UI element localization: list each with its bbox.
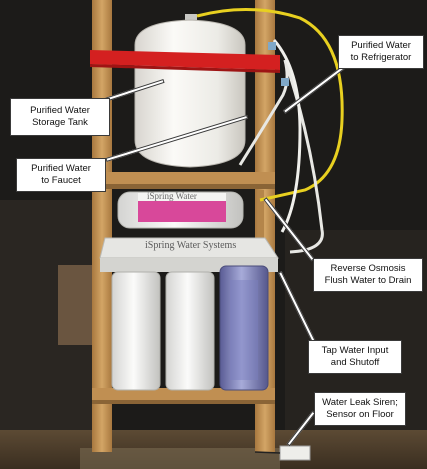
filter-canister-2: [165, 271, 215, 391]
upper-shelf: [92, 172, 275, 184]
filter-canister-blue: [219, 265, 269, 391]
callout-leak-siren: Water Leak Siren; Sensor on Floor: [314, 392, 406, 426]
callout-faucet: Purified Water to Faucet: [16, 158, 106, 192]
tank-brand-label: iSpring Water: [147, 191, 197, 201]
upper-shelf-edge: [92, 184, 275, 189]
filter-canister-1: [111, 271, 161, 391]
blue-fitting-2: [281, 78, 289, 86]
red-strap-shadow: [90, 64, 280, 73]
callout-storage-tank-line1: Purified Water: [30, 105, 90, 116]
callout-leak-siren-line1: Water Leak Siren;: [322, 397, 398, 408]
callout-storage-tank-line2: Storage Tank: [32, 117, 88, 128]
callout-refrigerator-line2: to Refrigerator: [350, 52, 412, 63]
white-tube-faucet: [238, 59, 289, 166]
callout-refrigerator: Purified Water to Refrigerator: [338, 35, 424, 69]
callout-leak-siren-line2: Sensor on Floor: [326, 409, 394, 420]
callout-tap-input-line1: Tap Water Input: [321, 345, 389, 356]
sensor-wire: [254, 451, 281, 454]
red-strap: [90, 50, 280, 70]
callout-refrigerator-line1: Purified Water: [351, 40, 411, 51]
blue-fitting-1: [268, 42, 276, 50]
leak-sensor-box: [279, 445, 311, 461]
filter-label-strip: [138, 193, 226, 201]
callout-drain-line1: Reverse Osmosis: [330, 263, 406, 274]
pink-filter-label: [138, 200, 226, 222]
callout-drain: Reverse Osmosis Flush Water to Drain: [313, 258, 423, 292]
lower-shelf: [92, 388, 275, 400]
callout-tap-input: Tap Water Input and Shutoff: [308, 340, 402, 374]
callout-faucet-line2: to Faucet: [41, 175, 81, 186]
callout-storage-tank: Purified Water Storage Tank: [10, 98, 110, 136]
plate-brand-label: iSpring Water Systems: [145, 240, 237, 251]
callout-drain-line2: Flush Water to Drain: [324, 275, 412, 286]
yellow-tube: [196, 7, 344, 202]
wood-post-left: [92, 0, 112, 452]
blue-canister-cartridge: [230, 280, 258, 380]
callout-tap-input-line2: and Shutoff: [330, 357, 380, 368]
lower-shelf-edge: [92, 400, 275, 404]
floor-mat: [80, 448, 280, 469]
callout-faucet-line1: Purified Water: [31, 163, 91, 174]
white-tube-drain: [272, 39, 302, 233]
